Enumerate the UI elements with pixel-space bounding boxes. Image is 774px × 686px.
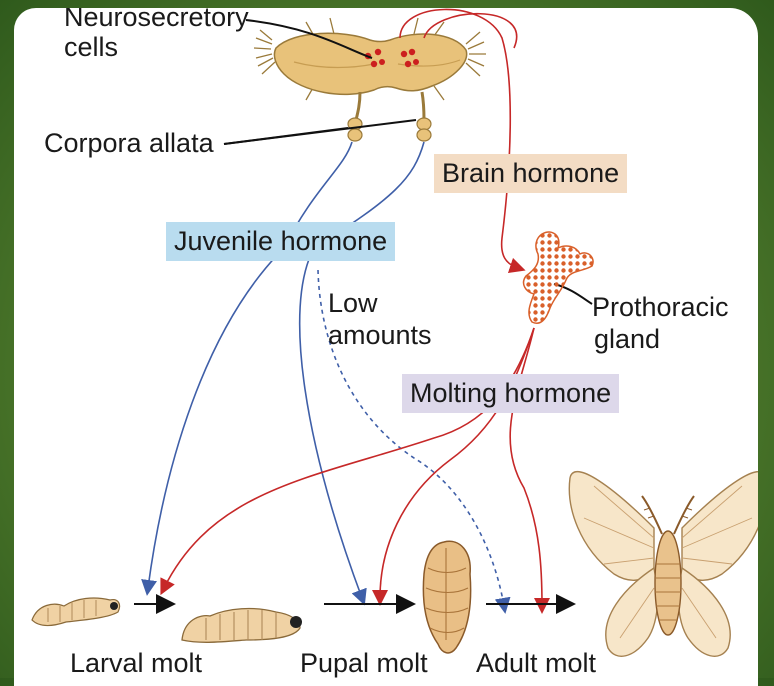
pupa-icon bbox=[423, 541, 470, 653]
moth-icon bbox=[569, 472, 758, 657]
adult-molt-label: Adult molt bbox=[476, 648, 596, 678]
juvenile-hormone-box: Juvenile hormone bbox=[166, 222, 395, 261]
low-amounts-label-line1: Low bbox=[328, 288, 378, 318]
brain-hormone-box: Brain hormone bbox=[434, 154, 627, 193]
neurosecretory-label-line1: Neurosecretory bbox=[64, 8, 249, 32]
brain-icon bbox=[254, 18, 486, 141]
prothoracic-label-line1: Prothoracic bbox=[592, 292, 729, 322]
jh-arrow-pupal bbox=[300, 142, 424, 598]
prothoracic-label-line2: gland bbox=[594, 324, 660, 354]
molting-hormone-box: Molting hormone bbox=[402, 374, 619, 413]
pupal-molt-label: Pupal molt bbox=[300, 648, 428, 678]
larval-molt-label: Larval molt bbox=[70, 648, 202, 678]
jh-arrow-larval bbox=[148, 142, 352, 588]
mh-arrow-larval bbox=[164, 328, 534, 588]
small-larva-icon bbox=[32, 598, 120, 626]
prothoracic-gland-icon bbox=[524, 232, 594, 323]
corpora-leader-2 bbox=[224, 120, 416, 144]
neurosecretory-label-line2: cells bbox=[64, 32, 118, 62]
diagram-panel: Neurosecretory cells Corpora allata Brai… bbox=[14, 8, 758, 686]
mh-arrow-adult bbox=[510, 328, 542, 606]
large-larva-icon bbox=[182, 609, 302, 643]
corpora-allata-label: Corpora allata bbox=[44, 128, 214, 158]
low-amounts-label-line2: amounts bbox=[328, 320, 432, 350]
